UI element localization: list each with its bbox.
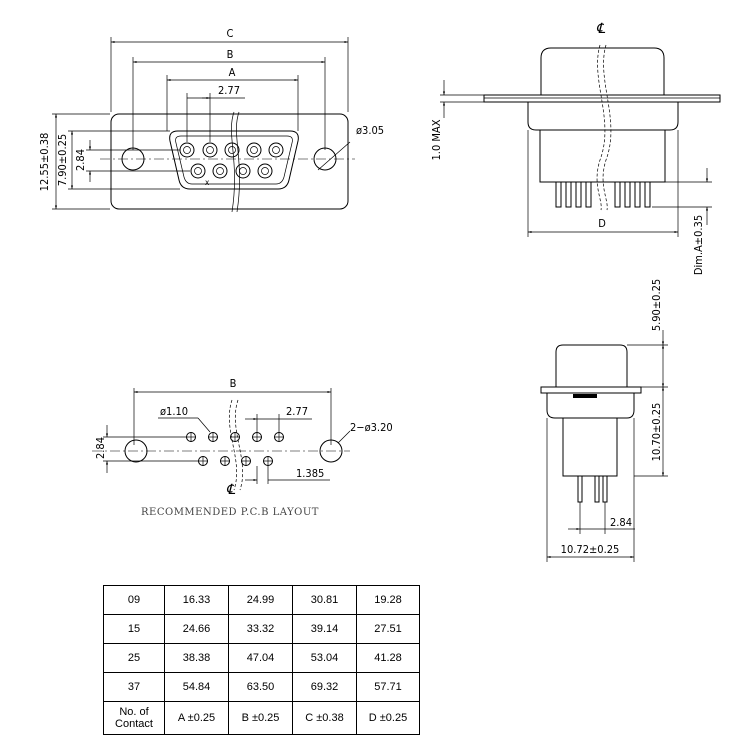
front-hole-dia: ø3.05 <box>356 124 384 137</box>
end-flange-mark <box>573 394 597 398</box>
front-contacts <box>179 142 284 179</box>
pcb-mount-holes: 2−ø3.20 <box>350 421 393 434</box>
front-height-overall: 12.55±0.38 <box>38 133 51 192</box>
front-dim-b: B <box>227 48 234 61</box>
table-header-d: D ±0.25 <box>356 701 420 735</box>
table-cell: 30.81 <box>292 585 357 615</box>
end-shell-top <box>555 344 628 387</box>
table-row: 09 16.33 24.99 30.81 19.28 <box>103 585 420 615</box>
side-centerline-label: ℄ <box>596 21 606 37</box>
table-cell: 27.51 <box>356 614 420 644</box>
end-view <box>540 330 668 562</box>
pcb-mount-hole-right <box>319 439 343 463</box>
table-header-b: B ±0.25 <box>228 701 293 735</box>
header-contacts-line2: Contact <box>115 718 153 730</box>
table-cell: 37 <box>103 672 165 702</box>
end-pins <box>577 475 608 503</box>
end-width: 10.72±0.25 <box>561 543 620 556</box>
side-dim-d: D <box>598 217 606 230</box>
dimension-table: 09 16.33 24.99 30.81 19.28 15 24.66 33.3… <box>103 585 420 735</box>
side-insulator <box>539 129 666 183</box>
pcb-caption: RECOMMENDED P.C.B LAYOUT <box>141 507 319 518</box>
pcb-pin-holes <box>186 432 284 466</box>
table-row: 15 24.66 33.32 39.14 27.51 <box>103 614 420 644</box>
table-cell: 33.32 <box>228 614 293 644</box>
side-shell-top <box>540 47 665 95</box>
table-cell: 38.38 <box>164 643 229 673</box>
table-cell: 47.04 <box>228 643 293 673</box>
table-cell: 57.71 <box>356 672 420 702</box>
pcb-row-spacing: 2.84 <box>94 437 107 459</box>
front-dim-a: A <box>229 66 236 79</box>
end-height-bottom: 10.70±0.25 <box>650 403 663 462</box>
table-header-c: C ±0.38 <box>292 701 357 735</box>
table-cell: 69.32 <box>292 672 357 702</box>
end-flange <box>540 386 642 394</box>
pcb-dim-b: B <box>230 377 237 390</box>
table-cell: 24.99 <box>228 585 293 615</box>
pcb-pin-dia: ø1.10 <box>160 405 188 418</box>
table-cell: 19.28 <box>356 585 420 615</box>
pcb-offset: 1.385 <box>296 467 324 480</box>
side-pins <box>555 181 651 208</box>
table-cell: 54.84 <box>164 672 229 702</box>
front-dim-c: C <box>227 27 234 40</box>
front-height-shell: 7.90±0.25 <box>56 134 69 186</box>
end-pin-offset: 2.84 <box>610 516 632 529</box>
front-flange <box>110 113 349 210</box>
table-cell: 41.28 <box>356 643 420 673</box>
end-height-top: 5.90±0.25 <box>650 279 663 331</box>
front-row-spacing: 2.84 <box>74 149 87 171</box>
end-insulator <box>562 417 618 477</box>
pcb-layout <box>92 388 351 491</box>
table-cell: 16.33 <box>164 585 229 615</box>
pcb-centerline-label: ℄ <box>226 482 236 498</box>
pcb-pitch: 2.77 <box>286 405 308 418</box>
front-shell-outer <box>169 130 299 190</box>
table-row: 25 38.38 47.04 53.04 41.28 <box>103 643 420 673</box>
side-flange-max: 1.0 MAX <box>430 119 443 160</box>
side-dim-a-tol: Dim.A±0.35 <box>692 215 705 275</box>
front-view <box>52 37 355 213</box>
table-cell: 15 <box>103 614 165 644</box>
front-pin-marker: x <box>205 178 210 187</box>
front-shell-inner <box>175 135 293 185</box>
table-header-a: A ±0.25 <box>164 701 229 735</box>
table-cell: 39.14 <box>292 614 357 644</box>
table-cell: 24.66 <box>164 614 229 644</box>
front-pitch: 2.77 <box>218 84 240 97</box>
side-view <box>440 44 721 237</box>
header-contacts-line1: No. of <box>119 706 149 718</box>
table-cell: 25 <box>103 643 165 673</box>
table-row: 37 54.84 63.50 69.32 57.71 <box>103 672 420 702</box>
table-cell: 63.50 <box>228 672 293 702</box>
table-cell: 53.04 <box>292 643 357 673</box>
table-cell: 09 <box>103 585 165 615</box>
